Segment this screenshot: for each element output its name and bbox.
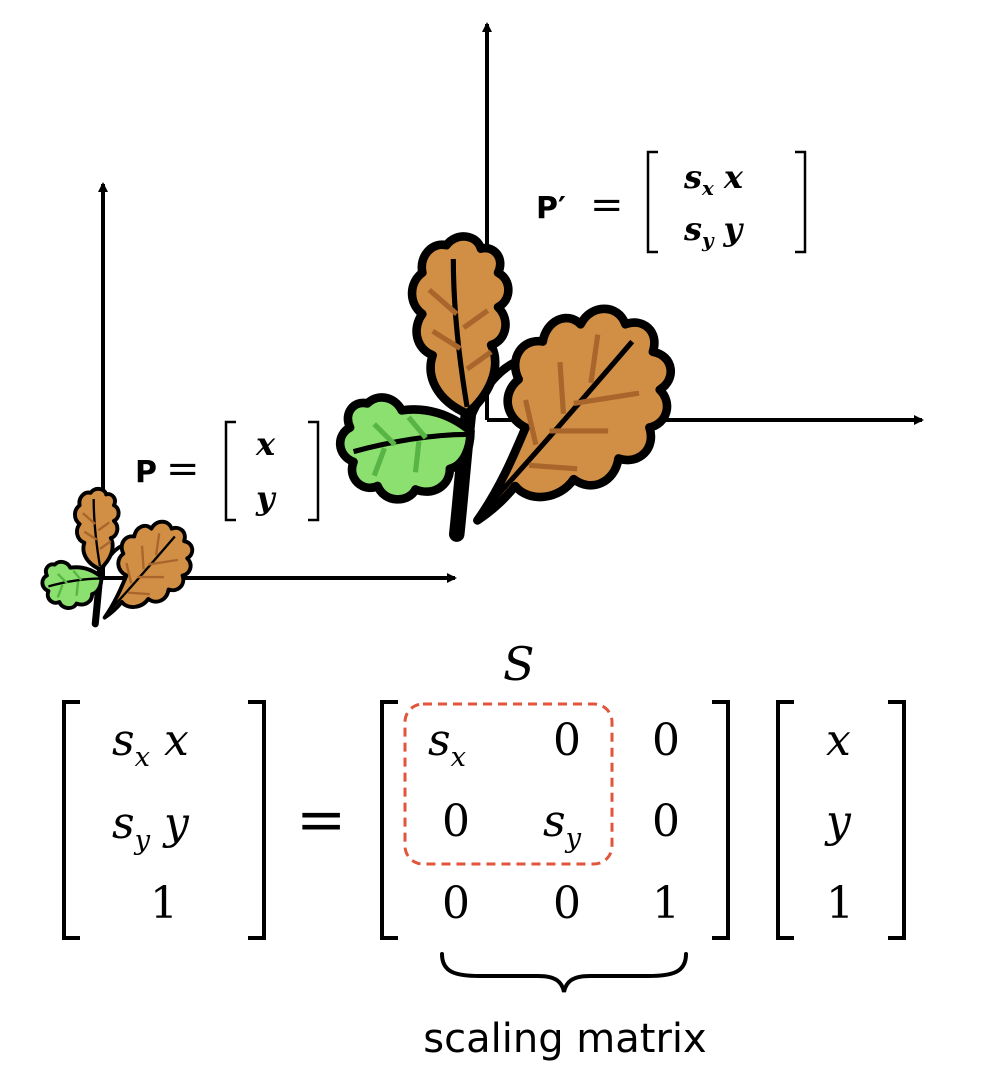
matrix-cell-r1c2: 0 <box>553 715 581 766</box>
original-vector-x: x <box>255 425 276 463</box>
scaling-matrix-right-bracket <box>712 700 730 940</box>
matrix-cell-r1c3: 0 <box>652 715 680 766</box>
matrix-cell-r2c2: sy <box>543 796 582 854</box>
input-row3: 1 <box>826 878 854 929</box>
original-point-equation: P = x y <box>135 420 320 522</box>
matrix-symbol-label: S <box>503 637 535 691</box>
original-vector-right-bracket <box>308 420 320 522</box>
result-vector-right-bracket <box>248 700 266 940</box>
matrix-cell-r3c3: 1 <box>652 878 680 929</box>
matrix-cell-r3c1: 0 <box>442 878 470 929</box>
original-vector-left-bracket <box>224 420 236 522</box>
input-row2: y <box>824 796 852 847</box>
input-vector-right-bracket <box>888 700 906 940</box>
original-point-equals: = <box>166 446 200 492</box>
original-point-label: P <box>135 455 157 490</box>
result-row3: 1 <box>150 878 178 929</box>
matrix-equals-sign: = <box>296 785 346 855</box>
original-vector-y: y <box>255 479 277 517</box>
input-row1: x <box>826 715 851 766</box>
scaled-point-label: P′ <box>536 191 566 226</box>
scaled-point-equals: = <box>590 182 624 228</box>
scaled-vector-right-bracket <box>795 150 807 254</box>
linear-part-highlight <box>403 702 614 866</box>
matrix-cell-r2c3: 0 <box>652 796 680 847</box>
original-axes <box>98 182 457 583</box>
input-vector-left-bracket <box>776 700 794 940</box>
result-vector-left-bracket <box>62 700 80 940</box>
scaling-matrix-brace <box>440 952 688 993</box>
scaling-matrix-caption: scaling matrix <box>423 1016 706 1062</box>
matrix-cell-r3c2: 0 <box>553 878 581 929</box>
scaled-leaf-icon <box>340 236 671 534</box>
scaling-matrix-left-bracket <box>380 700 398 940</box>
scaled-vector-left-bracket <box>646 150 658 254</box>
original-leaf-icon <box>42 489 192 624</box>
matrix-cell-r2c1: 0 <box>442 796 470 847</box>
matrix-cell-r1c1: sx <box>428 715 466 773</box>
